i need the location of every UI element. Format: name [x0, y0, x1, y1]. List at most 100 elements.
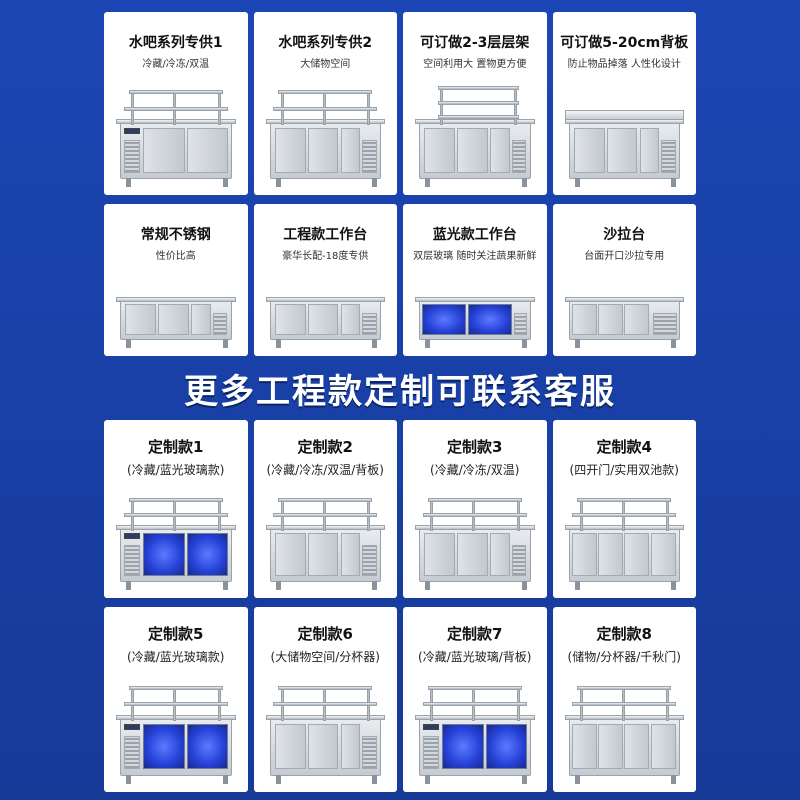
- cabinet-leg: [521, 339, 527, 348]
- cabinet-leg: [126, 178, 132, 187]
- glass-door: [186, 723, 229, 770]
- cabinet-leg: [222, 775, 228, 784]
- steel-door: [624, 533, 650, 576]
- product-subtitle: (冷藏/蓝光玻璃/背板): [418, 650, 532, 664]
- cabinet-body: [568, 718, 680, 776]
- product-illustration: [563, 679, 687, 784]
- cabinet-body: [419, 300, 531, 340]
- vent-grille: [212, 312, 228, 336]
- cabinet-leg: [372, 775, 378, 784]
- vent-grille: [124, 544, 140, 576]
- backsplash-board: [564, 110, 684, 121]
- cabinet-body: [419, 528, 531, 582]
- steel-door: [597, 304, 624, 336]
- cabinet-body: [120, 718, 232, 776]
- steel-door: [307, 127, 339, 173]
- product-title: 定制款3: [447, 438, 503, 456]
- steel-door: [573, 127, 605, 173]
- steel-door: [597, 533, 624, 576]
- cabinet-leg: [425, 178, 431, 187]
- product-title: 沙拉台: [603, 227, 646, 243]
- product-illustration: [264, 276, 388, 348]
- product-illustration: [413, 84, 537, 187]
- product-title: 常规不锈钢: [140, 227, 211, 243]
- steel-door: [125, 304, 157, 336]
- product-title: 水吧系列专供1: [128, 35, 223, 51]
- vent-grille: [362, 735, 377, 770]
- steel-door: [571, 533, 597, 576]
- steel-door: [571, 304, 597, 336]
- cabinet-body: [269, 528, 381, 582]
- cabinet-leg: [521, 581, 527, 590]
- overshelf: [128, 685, 223, 690]
- steel-door: [307, 304, 339, 336]
- custom-row-1: 定制款1(冷藏/蓝光玻璃款)定制款2(冷藏/冷冻/双温/背板)定制款3(冷藏/冷…: [104, 420, 696, 598]
- product-card: 定制款7 (冷藏/蓝光玻璃/背板): [403, 607, 547, 792]
- vent-grille: [362, 544, 377, 576]
- product-card: 蓝光款工作台双层玻璃 随时关注蔬果新鲜: [403, 204, 547, 356]
- product-card: 定制款8(储物/分杯器/千秋门): [552, 607, 696, 792]
- product-illustration: [114, 84, 238, 187]
- product-subtitle: 双层玻璃 随时关注蔬果新鲜: [413, 251, 537, 262]
- vent-grille: [124, 735, 140, 770]
- cabinet-body: [568, 122, 680, 179]
- steel-door: [571, 723, 597, 770]
- cabinet-leg: [425, 339, 431, 348]
- shelf-post: [440, 88, 444, 126]
- overshelf: [577, 685, 672, 690]
- overshelf: [278, 685, 373, 690]
- glass-door: [468, 304, 512, 336]
- steel-door: [191, 304, 211, 336]
- overshelf: [427, 497, 522, 502]
- cabinet-body: [269, 718, 381, 776]
- countertop: [415, 119, 535, 125]
- product-illustration: [413, 492, 537, 590]
- product-title: 可订做5-20cm背板: [560, 35, 689, 51]
- product-title: 定制款8: [596, 625, 652, 643]
- overshelf: [278, 90, 373, 95]
- cabinet-leg: [222, 178, 228, 187]
- steel-door: [650, 723, 676, 770]
- cabinet-leg: [425, 581, 431, 590]
- cabinet-leg: [126, 775, 132, 784]
- product-card: 定制款4(四开门/实用双池款): [552, 420, 696, 598]
- steel-door: [340, 723, 361, 770]
- product-title: 定制款7: [447, 625, 503, 643]
- cabinet-leg: [126, 339, 132, 348]
- vent-grille: [661, 139, 676, 173]
- overshelf: [128, 90, 223, 95]
- steel-door: [424, 127, 456, 173]
- steel-door: [307, 723, 339, 770]
- cabinet-leg: [372, 339, 378, 348]
- cabinet-leg: [222, 339, 228, 348]
- product-illustration: [413, 276, 537, 348]
- cabinet-leg: [521, 178, 527, 187]
- product-title: 可订做2-3层层架: [420, 35, 530, 51]
- steel-door: [340, 304, 361, 336]
- product-subtitle: (冷藏/蓝光玻璃款): [127, 650, 225, 664]
- cabinet-leg: [222, 581, 228, 590]
- product-title: 水吧系列专供2: [278, 35, 373, 51]
- steel-door: [457, 533, 488, 576]
- product-illustration: [563, 84, 687, 187]
- steel-door: [274, 127, 306, 173]
- product-illustration: [563, 492, 687, 590]
- product-subtitle: 性价比高: [155, 251, 196, 262]
- product-subtitle: 豪华长配-18度专供: [282, 251, 369, 262]
- cabinet-body: [120, 300, 232, 340]
- cabinet-leg: [275, 775, 281, 784]
- product-card: 定制款3 (冷藏/冷冻/双温): [403, 420, 547, 598]
- vent-grille: [362, 139, 377, 173]
- cabinet-leg: [275, 178, 281, 187]
- cabinet-leg: [275, 339, 281, 348]
- cabinet-leg: [574, 178, 580, 187]
- steel-door: [158, 304, 189, 336]
- steel-door: [186, 127, 229, 173]
- vent-grille: [514, 312, 528, 336]
- product-subtitle: (冷藏/冷冻/双温): [430, 463, 520, 477]
- cabinet-leg: [521, 775, 527, 784]
- steel-door: [490, 533, 510, 576]
- product-card: 定制款5(冷藏/蓝光玻璃款): [104, 607, 248, 792]
- product-card: 常规不锈钢性价比高: [104, 204, 248, 356]
